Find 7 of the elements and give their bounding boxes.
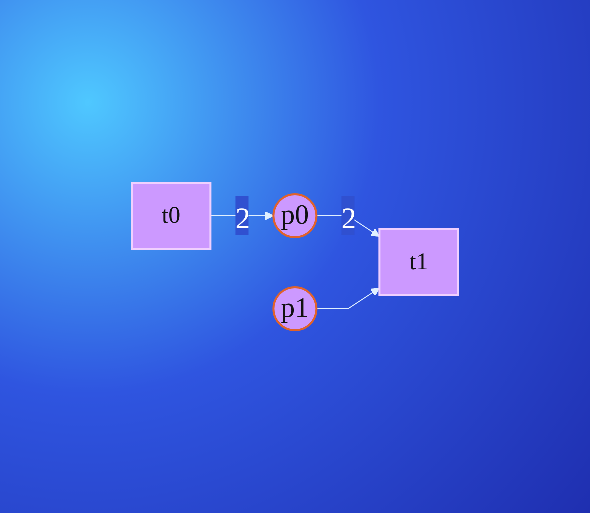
edge-label: 2 bbox=[236, 202, 250, 236]
node-box: t0 bbox=[130, 182, 212, 250]
node-circle: p1 bbox=[272, 286, 318, 332]
node-circle: p0 bbox=[272, 193, 318, 238]
node-box: t1 bbox=[378, 228, 460, 296]
edge-label: 2 bbox=[342, 202, 356, 236]
arrow bbox=[316, 288, 380, 310]
